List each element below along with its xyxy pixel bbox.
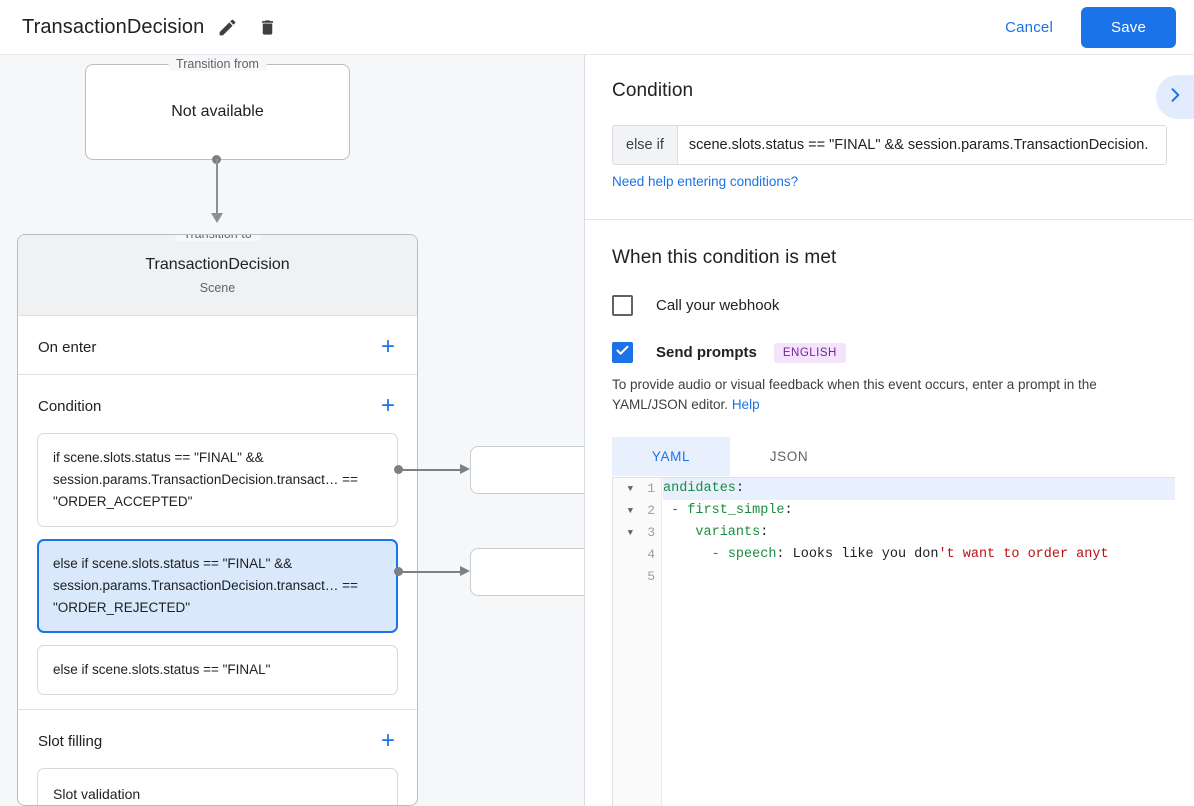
section-title-on-enter: On enter (38, 338, 97, 356)
transition-from-legend: Transition from (168, 57, 267, 71)
transition-to-node[interactable]: Transition to TransactionDecision Scene … (17, 234, 418, 806)
code-token: - (663, 547, 728, 562)
editor-format-tabs: YAML JSON (612, 437, 1167, 476)
condition-item[interactable]: if scene.slots.status == "FINAL" && sess… (37, 433, 398, 527)
transition-from-node[interactable]: Transition from Not available (85, 57, 350, 160)
editor-line-number: 4 (647, 547, 655, 562)
code-token: : (760, 525, 769, 540)
trash-icon (258, 18, 277, 37)
editor-line[interactable]: andidates: (663, 478, 1175, 500)
yaml-editor[interactable]: ▼1▼2▼3 4 5 andidates: - first_simple: vari… (612, 477, 1175, 806)
connector-arrow-condition-1 (460, 464, 470, 474)
checkmark-icon (615, 343, 630, 363)
condition-item-selected[interactable]: else if scene.slots.status == "FINAL" &&… (37, 539, 398, 633)
call-webhook-checkbox[interactable] (612, 295, 633, 316)
cancel-button[interactable]: Cancel (991, 10, 1067, 45)
panel-top-section: Condition else if scene.slots.status == … (585, 55, 1194, 220)
fold-arrow-icon[interactable]: ▼ (627, 484, 633, 494)
editor-gutter: ▼1▼2▼3 4 5 (613, 478, 662, 806)
when-condition-met-heading: When this condition is met (612, 247, 837, 268)
prompts-help-link[interactable]: Help (731, 397, 760, 412)
send-prompts-row[interactable]: Send prompts ENGLISH (612, 342, 1167, 363)
scene-type: Scene (199, 280, 236, 295)
connector-line-vertical (216, 159, 218, 215)
send-prompts-checkbox[interactable] (612, 342, 633, 363)
collapse-panel-button[interactable] (1156, 75, 1194, 119)
panel-body: When this condition is met Call your web… (585, 220, 1194, 476)
chevron-right-icon (1165, 85, 1185, 110)
scene-header: TransactionDecision Scene (18, 235, 417, 316)
code-token: Looks like you don (792, 547, 939, 562)
top-bar: TransactionDecision Cancel Save (0, 0, 1194, 55)
target-card-rejected[interactable] (470, 548, 585, 596)
delete-button[interactable] (250, 10, 284, 44)
code-token: speech (727, 547, 777, 562)
condition-expression-input[interactable]: scene.slots.status == "FINAL" && session… (677, 126, 1166, 164)
editor-line[interactable]: variants: (663, 522, 1175, 544)
editor-line[interactable] (663, 566, 1175, 588)
canvas-divider (584, 55, 585, 806)
language-badge: ENGLISH (773, 342, 846, 363)
editor-code-area[interactable]: andidates: - first_simple: variants: - s… (663, 478, 1175, 806)
code-token: : (776, 547, 793, 562)
code-token: - (663, 503, 688, 518)
page-title: TransactionDecision (22, 15, 205, 38)
send-prompts-label: Send prompts (656, 344, 757, 361)
save-button[interactable]: Save (1081, 6, 1176, 48)
code-token: : (735, 481, 745, 496)
section-head-condition: Condition + (18, 375, 417, 433)
condition-item[interactable]: else if scene.slots.status == "FINAL" (37, 645, 398, 695)
add-condition-button[interactable]: + (380, 392, 395, 419)
fold-arrow-icon[interactable]: ▼ (627, 528, 633, 538)
fold-arrow-icon[interactable]: ▼ (627, 506, 633, 516)
add-on-enter-button[interactable]: + (380, 333, 395, 360)
transition-from-value: Not available (171, 103, 264, 120)
pencil-icon (217, 17, 238, 38)
target-card-accepted[interactable] (470, 446, 585, 494)
prompts-description: To provide audio or visual feedback when… (612, 375, 1167, 415)
tab-json[interactable]: JSON (769, 449, 809, 464)
code-token: variants (663, 525, 761, 540)
condition-prefix-label: else if (613, 126, 678, 164)
prompts-description-text: To provide audio or visual feedback when… (612, 377, 1097, 412)
connector-arrow-down (211, 213, 223, 223)
section-title-condition: Condition (38, 397, 102, 415)
section-title-slot-filling: Slot filling (38, 732, 103, 750)
code-token: : (784, 503, 793, 518)
panel-heading: Condition (612, 80, 694, 101)
section-condition: Condition + if scene.slots.status == "FI… (18, 375, 417, 710)
section-head-on-enter: On enter + (18, 316, 417, 374)
editor-line-number: ▼2 (613, 500, 661, 522)
scene-name: TransactionDecision (145, 255, 290, 273)
add-slot-filling-button[interactable]: + (380, 727, 395, 754)
connector-dot-condition-1 (394, 465, 403, 474)
edit-title-button[interactable] (210, 10, 244, 44)
editor-line[interactable]: - first_simple: (663, 500, 1175, 522)
tab-yaml[interactable]: YAML (612, 437, 730, 476)
condition-list: if scene.slots.status == "FINAL" && sess… (18, 433, 417, 709)
editor-line-number: 5 (647, 569, 655, 584)
connector-line-condition-1 (399, 469, 464, 471)
slot-validation-item[interactable]: Slot validation (37, 768, 398, 805)
code-token: andidates (663, 481, 736, 496)
transition-to-legend: Transition to (175, 235, 260, 241)
condition-help-link[interactable]: Need help entering conditions? (612, 174, 799, 189)
code-token: first_simple (687, 503, 785, 518)
code-token: 't want to order anyt (938, 547, 1109, 562)
section-slot-filling: Slot filling + Slot validation (18, 710, 417, 805)
section-on-enter: On enter + (18, 316, 417, 375)
section-head-slot-filling: Slot filling + (18, 710, 417, 768)
webhook-row[interactable]: Call your webhook (612, 295, 1167, 316)
scene-graph-canvas[interactable]: Transition from Not available Transition… (0, 55, 585, 806)
editor-line[interactable]: - speech: Looks like you don't want to o… (663, 544, 1175, 566)
connector-line-condition-2 (399, 571, 464, 573)
slot-filling-list: Slot validation (18, 768, 417, 805)
editor-line-number: ▼3 (613, 522, 661, 544)
editor-line-number: ▼1 (613, 478, 661, 500)
connector-arrow-condition-2 (460, 566, 470, 576)
connector-dot-condition-2 (394, 567, 403, 576)
condition-input-row[interactable]: else if scene.slots.status == "FINAL" &&… (612, 125, 1167, 165)
top-bar-actions: Cancel Save (991, 6, 1194, 48)
call-webhook-label: Call your webhook (656, 297, 780, 314)
